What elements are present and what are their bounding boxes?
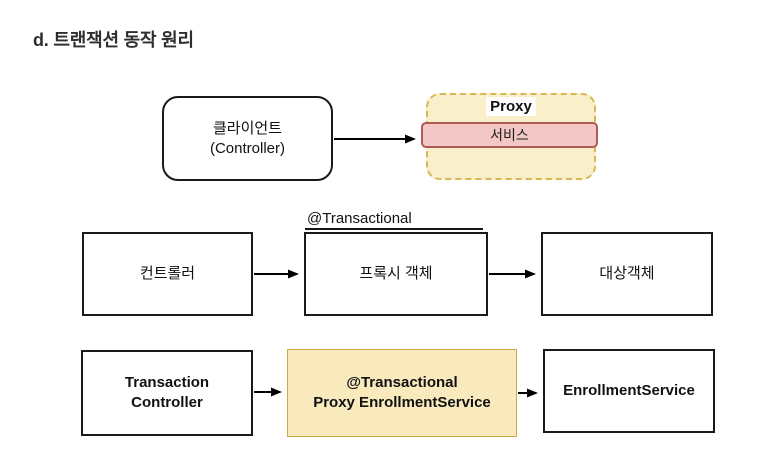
service-box: 서비스 (421, 122, 598, 148)
transactional-proxy-line1: @Transactional (346, 374, 458, 391)
transaction-controller-line1: Transaction (124, 374, 210, 391)
client-controller-box: 클라이언트 (Controller) (162, 96, 333, 181)
controller-box: 컨트롤러 (82, 232, 253, 316)
transaction-controller-line2: Controller (131, 394, 203, 411)
target-object-label: 대상객체 (599, 265, 655, 282)
service-label: 서비스 (490, 127, 529, 143)
enrollment-service-box: EnrollmentService (543, 349, 715, 433)
controller-label: 컨트롤러 (139, 265, 196, 282)
proxy-object-label: 프록시 객체 (359, 265, 433, 282)
transactional-proxy-box: @Transactional Proxy EnrollmentService (287, 349, 517, 437)
enrollment-service-label: EnrollmentService (563, 382, 695, 399)
transaction-controller-box: Transaction Controller (81, 350, 253, 436)
transactional-proxy-line2: Proxy EnrollmentService (313, 394, 491, 411)
proxy-object-box: 프록시 객체 (304, 232, 488, 316)
client-label-line1: 클라이언트 (212, 119, 282, 137)
proxy-title-text: Proxy (486, 97, 536, 116)
transactional-annotation: @Transactional (305, 210, 483, 230)
page-title: d. 트랜잭션 동작 원리 (33, 30, 194, 50)
client-label-line2: (Controller) (209, 139, 285, 157)
proxy-title: Proxy (426, 97, 596, 116)
target-object-box: 대상객체 (541, 232, 713, 316)
